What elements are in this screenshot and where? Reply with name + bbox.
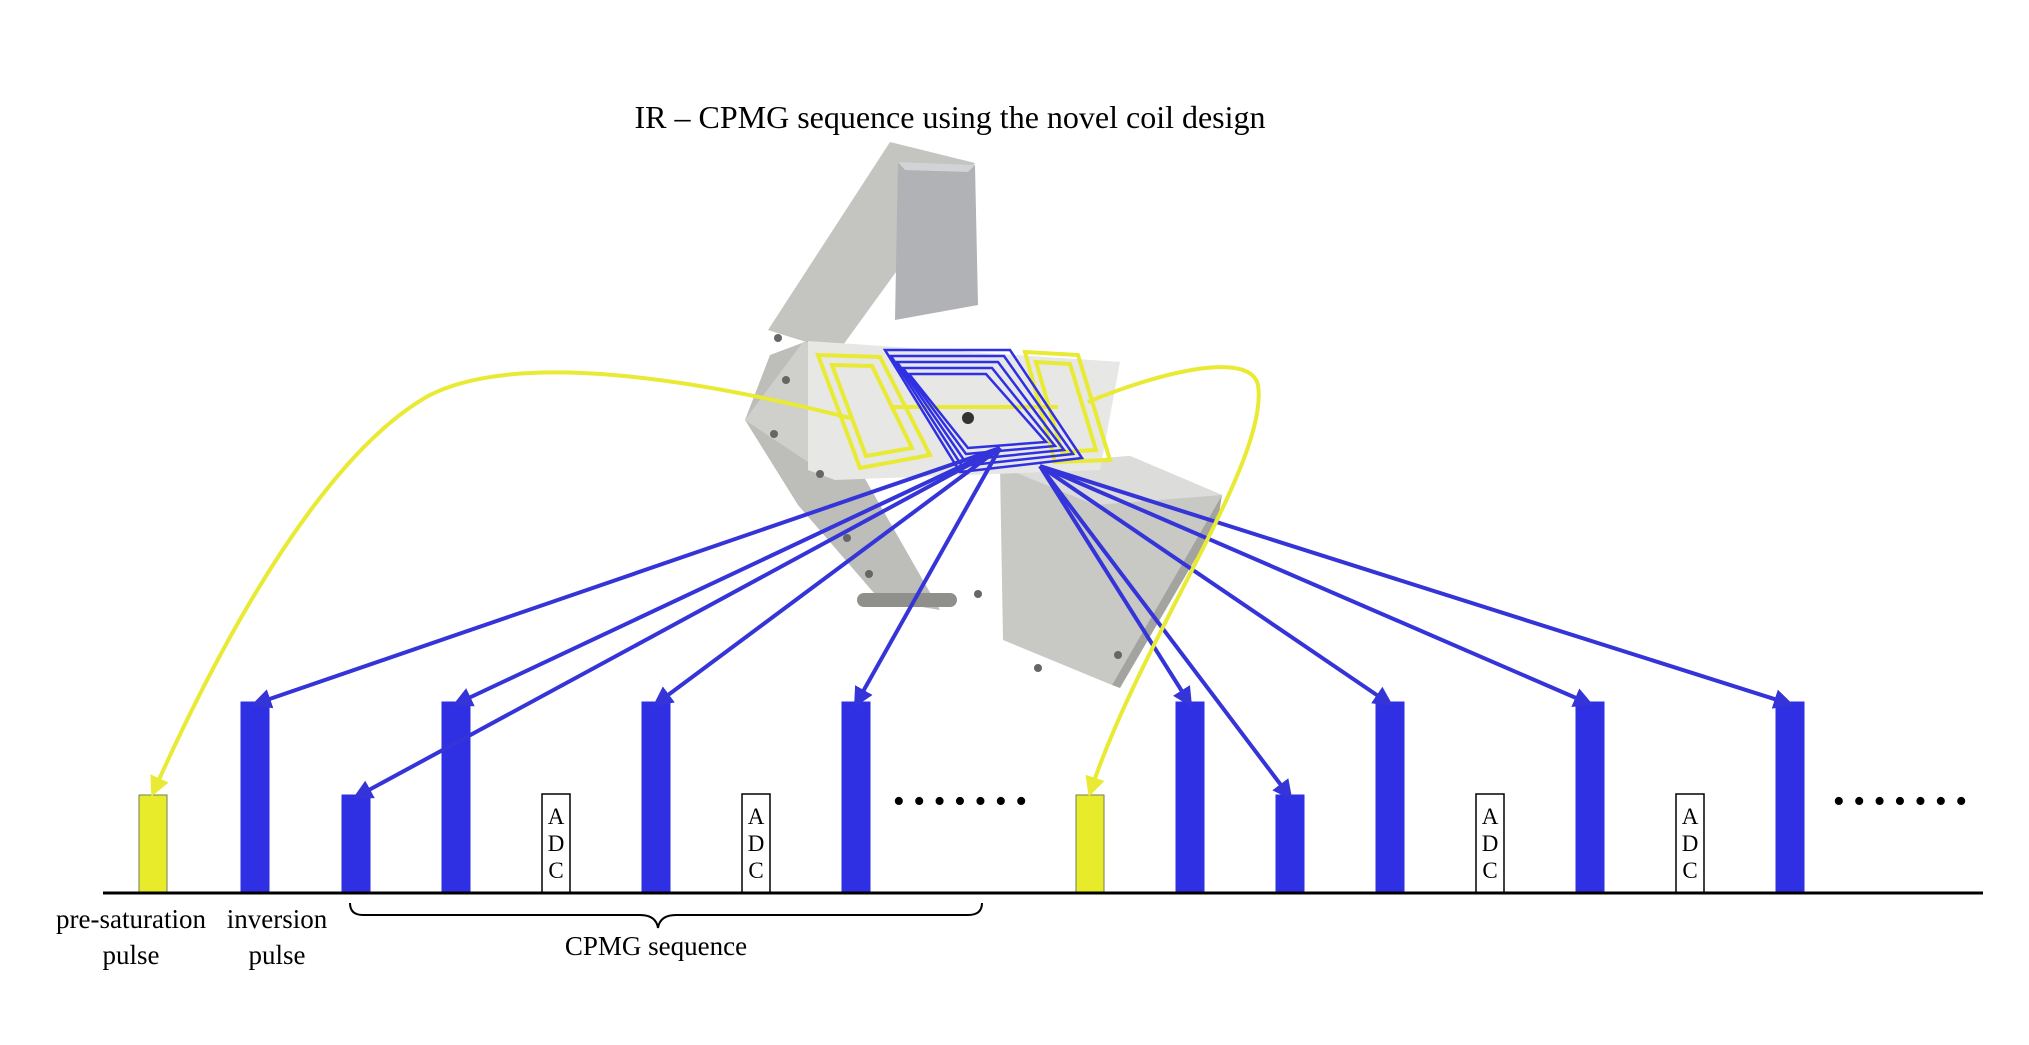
continuation-dots: • • • • • • • [1833, 783, 1967, 820]
adc-letter: A [1482, 804, 1499, 829]
blue-coil-arrow [452, 446, 1001, 707]
adc-letter: C [548, 858, 563, 883]
refocusing-pulse [1775, 701, 1805, 894]
adc-letter: D [748, 831, 765, 856]
adc-letter: C [748, 858, 763, 883]
blue-coil-arrow [352, 446, 1001, 799]
inversion-label-line1: inversion [227, 904, 328, 934]
excitation-pulse [341, 794, 371, 894]
inversion-label-line2: pulse [249, 940, 306, 970]
adc-letter: A [748, 804, 765, 829]
coil-to-pulse-arrows [150, 365, 1794, 801]
presaturation-label-line2: pulse [103, 940, 160, 970]
adc-letter: D [1482, 831, 1499, 856]
presaturation-label-line1: pre-saturation [56, 904, 206, 934]
adc-window: ADC [741, 793, 771, 894]
presaturation-pulse [1075, 794, 1105, 894]
blue-coil-arrow [251, 446, 1001, 709]
refocusing-pulse [1575, 701, 1605, 894]
blue-coil-arrow [854, 447, 1002, 708]
cpmg-sequence-label: CPMG sequence [565, 931, 747, 961]
adc-letter: D [1682, 831, 1699, 856]
inversion-pulse [240, 701, 270, 894]
adc-letter: D [548, 831, 565, 856]
adc-window: ADC [541, 793, 571, 894]
cpmg-coil [882, 348, 1085, 474]
adc-letter: A [548, 804, 565, 829]
magnet-device-illustration [745, 142, 1222, 688]
adc-window: ADC [1675, 793, 1705, 894]
adc-letter: C [1682, 858, 1697, 883]
adc-letter: A [1682, 804, 1699, 829]
inversion-pulse [1175, 701, 1205, 894]
yellow-coil-arrow [1085, 365, 1261, 797]
yellow-coil-arrow [150, 370, 851, 797]
refocusing-pulse [841, 701, 871, 894]
blue-coil-arrow [1038, 464, 1394, 707]
cpmg-brace [349, 902, 983, 929]
blue-coil-arrow [1039, 464, 1594, 707]
diagram-title: IR – CPMG sequence using the novel coil … [634, 99, 1265, 135]
adc-box [1475, 793, 1505, 894]
blue-coil-arrow [1039, 464, 1794, 709]
adc-box [1675, 793, 1705, 894]
presaturation-pulse [138, 794, 168, 894]
refocusing-pulse [1375, 701, 1405, 894]
adc-letter: C [1482, 858, 1497, 883]
refocusing-pulse [441, 701, 471, 894]
refocusing-pulse [641, 701, 671, 894]
excitation-pulse [1275, 794, 1305, 894]
blue-coil-arrow [1038, 464, 1293, 801]
blue-coil-arrow [652, 446, 1002, 707]
blue-coil-arrow [1038, 464, 1193, 708]
adc-window: ADC [1475, 793, 1505, 894]
continuation-dots: • • • • • • • [893, 783, 1027, 820]
